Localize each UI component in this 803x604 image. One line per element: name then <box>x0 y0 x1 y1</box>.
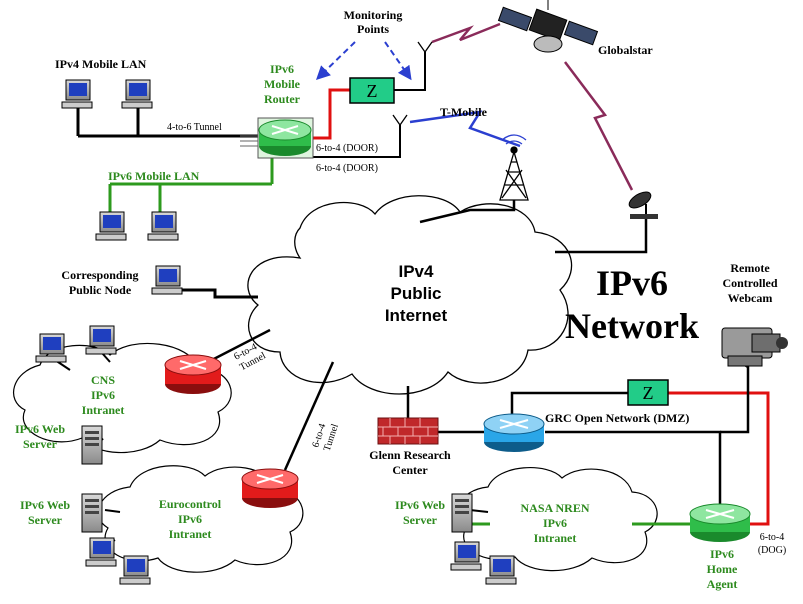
tunnel-4to6-label: 4-to-6 Tunnel <box>167 122 222 133</box>
satellite-dish-icon <box>628 191 658 219</box>
web-server-2-label: IPv6 Web <box>20 498 70 512</box>
nren-cloud <box>456 467 658 572</box>
web-server-2-label-2: Server <box>28 513 63 527</box>
web-server-1-label-2: Server <box>23 437 58 451</box>
web-server-1-label: IPv6 Web <box>15 422 65 436</box>
satellite-link-upper <box>431 22 501 44</box>
ipv6-lan-links <box>108 158 274 216</box>
pc-icon <box>95 211 127 241</box>
internet-cloud <box>247 195 573 395</box>
zbox-top-label: Z <box>367 81 378 101</box>
nren-label: NASA NREN <box>520 501 589 515</box>
cns-label-2: IPv6 <box>91 388 115 402</box>
cns-tunnel-link <box>207 328 271 364</box>
zbox-antenna-link <box>394 52 426 91</box>
mobile-router-icon <box>240 117 314 159</box>
monitoring-points-label: Monitoring <box>344 8 403 22</box>
web-server-3-label: IPv6 Web <box>395 498 445 512</box>
pc-icon <box>61 79 93 109</box>
dog-label-2: (DOG) <box>758 545 786 556</box>
ipv4-mobile-lan-label: IPv4 Mobile LAN <box>55 57 147 71</box>
pc-icon <box>151 265 183 295</box>
eurocontrol-label: Eurocontrol <box>159 497 222 511</box>
dog-label: 6-to-4 <box>760 532 784 543</box>
grc-open-network-label: GRC Open Network (DMZ) <box>545 411 689 425</box>
corresponding-node-label-2: Public Node <box>69 283 132 297</box>
cell-tower-icon <box>499 134 529 201</box>
monitoring-points-label-2: Points <box>357 22 389 36</box>
pc-icon <box>450 541 482 571</box>
nren-label-2: IPv6 <box>543 516 567 530</box>
pc-icon <box>35 333 67 363</box>
webcam-link <box>720 366 750 434</box>
pc-icon <box>485 555 517 585</box>
satellite-link-lower <box>564 61 634 191</box>
nren-label-3: Intranet <box>534 531 577 545</box>
door-label-1: 6-to-4 (DOOR) <box>316 143 378 154</box>
tmobile-label: T-Mobile <box>440 105 488 119</box>
ipv6-network-title-2: Network <box>565 306 699 346</box>
ipv4-lan-links <box>76 108 258 138</box>
ipv6-network-title: IPv6 <box>596 263 668 303</box>
mobile-router-label-3: Router <box>264 92 301 106</box>
internet-label: IPv4 <box>399 262 435 281</box>
webcam-icon <box>721 327 788 369</box>
pc-icon <box>85 325 117 355</box>
satellite-icon <box>497 0 599 53</box>
monitor-arrow-left <box>315 41 356 80</box>
tunnel-b-label-group: 6-to-4 Tunnel <box>310 422 341 452</box>
home-agent-label: IPv6 <box>710 547 734 561</box>
euro-tunnel-link <box>283 361 335 471</box>
router-tmobile-link <box>313 125 401 158</box>
globalstar-label: Globalstar <box>598 43 653 57</box>
pc-icon <box>147 211 179 241</box>
firewall-icon <box>377 417 439 445</box>
internet-label-3: Internet <box>385 306 448 325</box>
door-label-2: 6-to-4 (DOOR) <box>316 163 378 174</box>
server-icon <box>451 493 473 533</box>
home-agent-router-icon <box>689 503 751 542</box>
zbox-bottom: Z <box>627 379 669 406</box>
mobile-router-label-2: Mobile <box>264 77 301 91</box>
zbox-bottom-label: Z <box>643 383 654 403</box>
antenna-icon <box>417 41 433 62</box>
tmobile-wireless <box>409 110 521 148</box>
webcam-label: Remote <box>730 261 770 275</box>
webcam-label-2: Controlled <box>722 276 777 290</box>
eurocontrol-label-2: IPv6 <box>178 512 202 526</box>
server-icon <box>81 425 103 465</box>
monitor-arrow-right <box>384 41 412 81</box>
glenn-label: Glenn Research <box>369 448 451 462</box>
web-server-3-label-2: Server <box>403 513 438 527</box>
zbox-red-link <box>668 391 770 526</box>
corresponding-node-label: Corresponding <box>61 268 138 282</box>
antenna-icon <box>392 114 408 135</box>
ipv6-mobile-lan-label: IPv6 Mobile LAN <box>108 169 200 183</box>
pc-icon <box>85 537 117 567</box>
eurocontrol-label-3: Intranet <box>169 527 212 541</box>
cns-router-icon <box>164 354 222 394</box>
glenn-label-2: Center <box>392 463 428 477</box>
cns-label: CNS <box>91 373 115 387</box>
home-agent-label-2: Home <box>707 562 738 576</box>
corr-node-link <box>168 288 258 299</box>
pc-icon <box>119 555 151 585</box>
server-icon <box>81 493 103 533</box>
zbox-top: Z <box>349 77 395 104</box>
cns-label-3: Intranet <box>82 403 125 417</box>
pc-icon <box>121 79 153 109</box>
mobile-router-label: IPv6 <box>270 62 294 76</box>
door-link-red <box>313 88 350 140</box>
grc-zbox-link <box>510 391 628 418</box>
home-agent-label-3: Agent <box>707 577 738 591</box>
dish-internet-link <box>555 218 648 254</box>
tower-internet-link <box>419 200 516 224</box>
internet-label-2: Public <box>390 284 441 303</box>
eurocontrol-router-icon <box>241 468 299 508</box>
webcam-label-3: Webcam <box>728 291 773 305</box>
grc-router-icon <box>483 413 545 452</box>
